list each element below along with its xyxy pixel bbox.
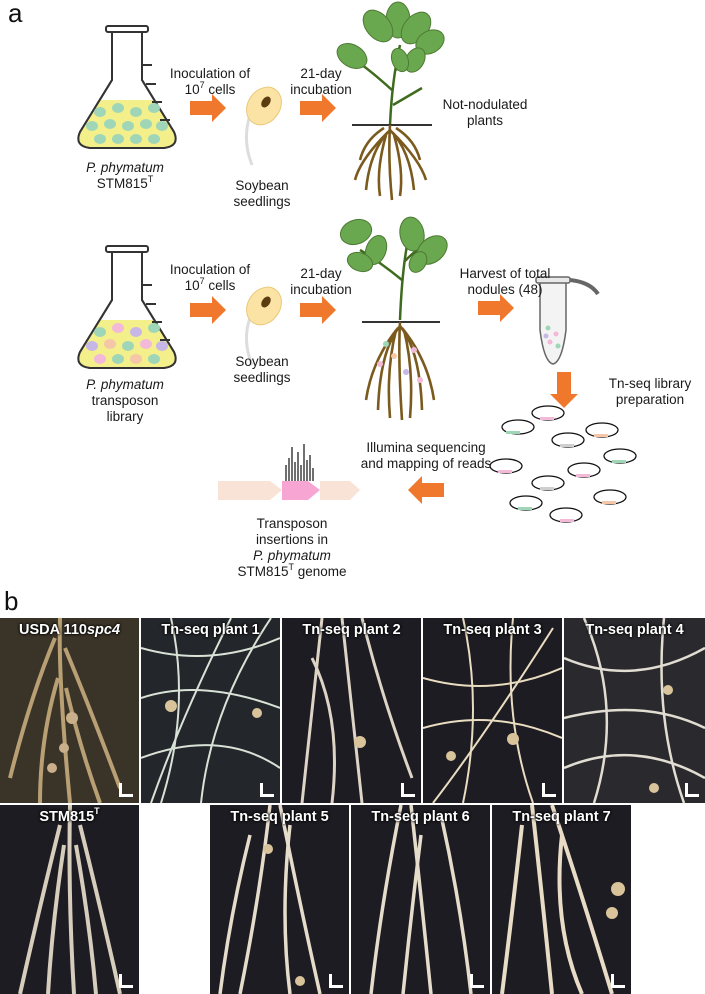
root-photo-tnseq-plant-4: Tn-seq plant 4 [564, 618, 705, 803]
photo-label: Tn-seq plant 5 [230, 809, 329, 825]
sequencing-label: Illumina sequencing and mapping of reads [360, 440, 492, 471]
right-arrow-icon [300, 94, 336, 122]
root-photo-tnseq-plant-2: Tn-seq plant 2 [282, 618, 421, 803]
photo-label: Tn-seq plant 1 [161, 622, 260, 638]
scale-bar [470, 974, 484, 988]
down-arrow-icon [550, 372, 578, 408]
root-photo-stm815: STM815T [0, 805, 139, 994]
right-arrow-icon [190, 296, 226, 324]
transposon-library-flask-icon [77, 245, 177, 369]
culture-flask-icon [77, 25, 177, 149]
nodulated-soybean-plant-icon [339, 216, 448, 421]
scale-bar [329, 974, 343, 988]
photo-label: Tn-seq plant 6 [371, 809, 470, 825]
seedlings-label: Soybean seedlings [233, 354, 291, 385]
seedling-icon [245, 86, 282, 166]
photo-label: USDA 110spc4 [18, 622, 121, 638]
read-insert-marks [498, 417, 626, 522]
right-arrow-icon [190, 94, 226, 122]
panel-a-letter: a [8, 0, 23, 28]
tnseq-prep-label: Tn-seq library preparation [608, 376, 692, 407]
incubation-label: 21-day incubation [290, 66, 352, 97]
nodule-tube-icon [535, 276, 600, 365]
transposon-library-label: P. phymatum transposon library [86, 377, 164, 424]
scale-bar [119, 974, 133, 988]
seedling-icon [245, 286, 282, 366]
incubation-label: 21-day incubation [290, 266, 352, 297]
harvest-label: Harvest of total nodules (48) [459, 266, 551, 297]
photo-label: Tn-seq plant 4 [585, 622, 684, 638]
scale-bar [542, 783, 556, 797]
genome-insertion-map [218, 444, 360, 500]
root-photo-tnseq-plant-3: Tn-seq plant 3 [423, 618, 562, 803]
left-arrow-icon [408, 476, 444, 504]
scale-bar [260, 783, 274, 797]
root-photo-tnseq-plant-7: Tn-seq plant 7 [492, 805, 631, 994]
scale-bar [685, 783, 699, 797]
workflow-diagram [77, 1, 637, 523]
scale-bar [401, 783, 415, 797]
not-nodulated-label: Not-nodulated plants [442, 97, 528, 128]
photo-label: STM815T [39, 806, 100, 825]
strain-label: P. phymatum STM815T [86, 160, 164, 191]
root-photo-tnseq-plant-1: Tn-seq plant 1 [141, 618, 280, 803]
photo-label: Tn-seq plant 3 [443, 622, 542, 638]
right-arrow-icon [300, 296, 336, 324]
inoculation-label: Inoculation of 107 cells [169, 66, 251, 97]
root-photo-tnseq-plant-6: Tn-seq plant 6 [351, 805, 490, 994]
right-arrow-icon [478, 294, 514, 322]
scale-bar [611, 974, 625, 988]
photo-label: Tn-seq plant 7 [512, 809, 611, 825]
root-photo-tnseq-plant-5: Tn-seq plant 5 [210, 805, 349, 994]
photo-label: Tn-seq plant 2 [302, 622, 401, 638]
panel-b-letter: b [4, 586, 19, 616]
seedlings-label: Soybean seedlings [233, 178, 291, 209]
root-photo-usda110: USDA 110spc4 [0, 618, 139, 803]
scale-bar [119, 783, 133, 797]
sequencing-reads-icon [489, 405, 637, 523]
soybean-plant-icon [336, 1, 445, 201]
insertions-label: Transposon insertions in P. phymatum STM… [237, 516, 347, 579]
inoculation-label: Inoculation of 107 cells [169, 262, 251, 293]
